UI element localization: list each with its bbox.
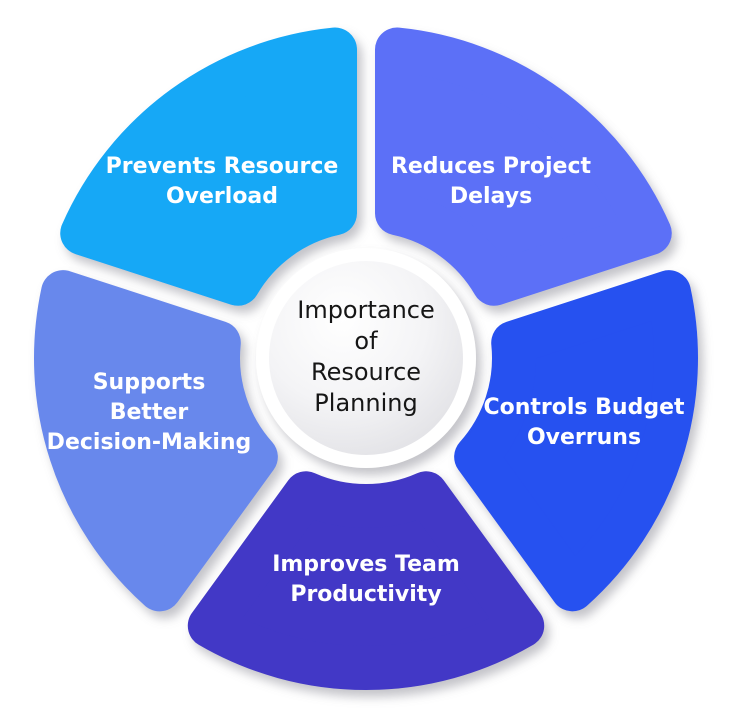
segment-supports-better-decision-making <box>34 270 278 612</box>
segment-improves-team-productivity <box>187 471 545 690</box>
center-circle-face <box>269 261 463 455</box>
segment-prevents-resource-overload <box>60 27 357 306</box>
center-hub <box>256 248 476 468</box>
segment-reduces-project-delays <box>375 27 672 306</box>
segment-controls-budget-overruns <box>454 270 698 612</box>
segment-wedges <box>34 27 698 690</box>
